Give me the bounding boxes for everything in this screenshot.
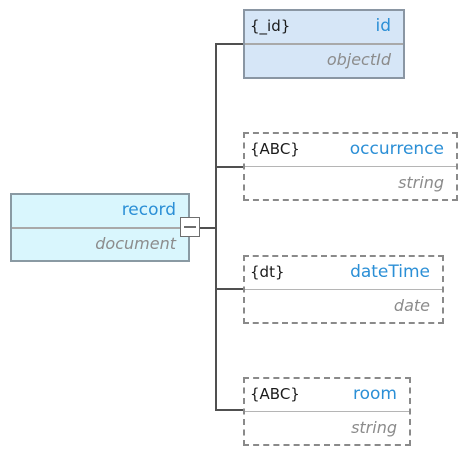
field-name: room	[353, 384, 397, 404]
field-divider	[245, 43, 403, 45]
field-badge: {ABC}	[250, 140, 300, 158]
field-name: dateTime	[350, 262, 430, 282]
field-type: objectId	[326, 50, 391, 69]
connector-trunk	[215, 43, 217, 411]
field-node-id[interactable]: {_id} id objectId	[243, 9, 405, 79]
field-badge: {dt}	[250, 263, 285, 281]
root-name: record	[121, 200, 176, 220]
collapse-icon[interactable]	[180, 217, 200, 237]
connector-datetime	[215, 288, 244, 290]
root-header: record	[12, 195, 188, 227]
connector-root	[200, 227, 216, 229]
connector-occurrence	[215, 166, 244, 168]
root-divider	[12, 227, 188, 229]
field-type: date	[393, 296, 430, 315]
field-name: id	[375, 16, 391, 36]
field-node-datetime[interactable]: {dt} dateTime date	[243, 255, 444, 324]
field-divider	[245, 166, 456, 167]
field-node-room[interactable]: {ABC} room string	[243, 377, 411, 446]
root-type: document	[95, 234, 176, 253]
field-type: string	[351, 418, 397, 437]
field-badge: {_id}	[250, 17, 291, 35]
field-name: occurrence	[349, 139, 444, 159]
connector-id	[215, 43, 244, 45]
field-node-occurrence[interactable]: {ABC} occurrence string	[243, 132, 458, 201]
field-badge: {ABC}	[250, 385, 300, 403]
root-node-record[interactable]: record document	[10, 193, 190, 262]
field-divider	[245, 289, 442, 290]
field-divider	[245, 411, 409, 412]
field-type: string	[398, 173, 444, 192]
connector-room	[215, 409, 244, 411]
